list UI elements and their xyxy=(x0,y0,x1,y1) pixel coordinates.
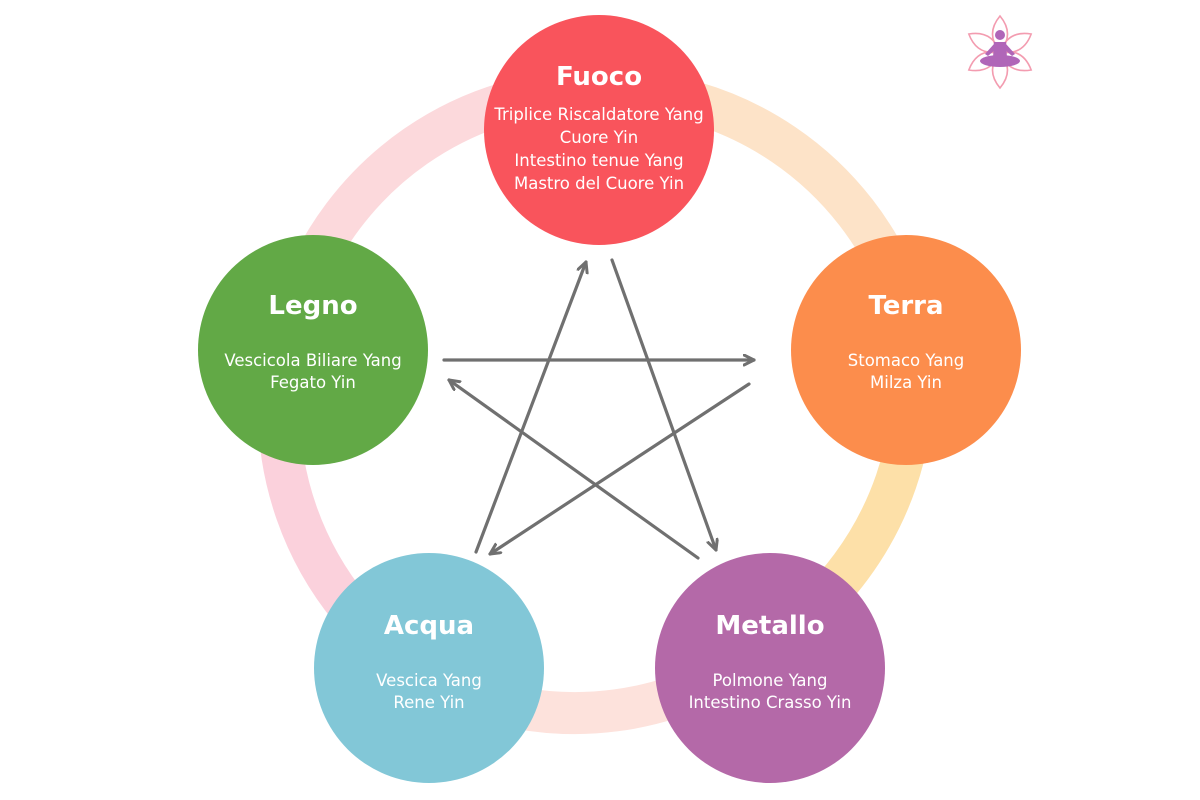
element-circle xyxy=(314,553,544,783)
element-node-metallo: Metallo Polmone Yang Intestino Crasso Yi… xyxy=(655,553,885,783)
element-node-terra: Terra Stomaco Yang Milza Yin xyxy=(791,235,1021,465)
organ-label: Stomaco Yang xyxy=(848,351,964,370)
organ-label: Milza Yin xyxy=(870,373,942,392)
control-cycle-star xyxy=(442,258,756,560)
organ-label: Mastro del Cuore Yin xyxy=(514,174,684,193)
element-title: Acqua xyxy=(384,611,474,641)
element-circle xyxy=(655,553,885,783)
arrow-metallo-to-legno xyxy=(447,378,700,560)
arrow-fuoco-to-metallo xyxy=(610,258,716,552)
element-circle xyxy=(198,235,428,465)
element-circle xyxy=(484,15,714,245)
element-title: Fuoco xyxy=(556,62,642,92)
element-circle xyxy=(791,235,1021,465)
organ-label: Intestino Crasso Yin xyxy=(689,693,852,712)
element-title: Legno xyxy=(268,291,357,321)
element-title: Metallo xyxy=(715,611,824,641)
organ-label: Triplice Riscaldatore Yang xyxy=(493,105,703,124)
organ-label: Vescica Yang xyxy=(376,671,482,690)
element-node-fuoco: Fuoco Triplice Riscaldatore Yang Cuore Y… xyxy=(484,15,714,245)
organ-label: Rene Yin xyxy=(393,693,464,712)
meditation-lotus-icon xyxy=(967,14,1033,90)
organ-label: Fegato Yin xyxy=(270,373,356,392)
arrow-terra-to-acqua xyxy=(488,382,751,556)
organ-label: Cuore Yin xyxy=(560,128,638,147)
arrow-acqua-to-fuoco xyxy=(474,260,586,554)
organ-label: Intestino tenue Yang xyxy=(514,151,683,170)
element-node-acqua: Acqua Vescica Yang Rene Yin xyxy=(314,553,544,783)
element-title: Terra xyxy=(868,291,943,321)
element-node-legno: Legno Vescicola Biliare Yang Fegato Yin xyxy=(198,235,428,465)
organ-label: Vescicola Biliare Yang xyxy=(224,351,401,370)
organ-label: Polmone Yang xyxy=(713,671,828,690)
